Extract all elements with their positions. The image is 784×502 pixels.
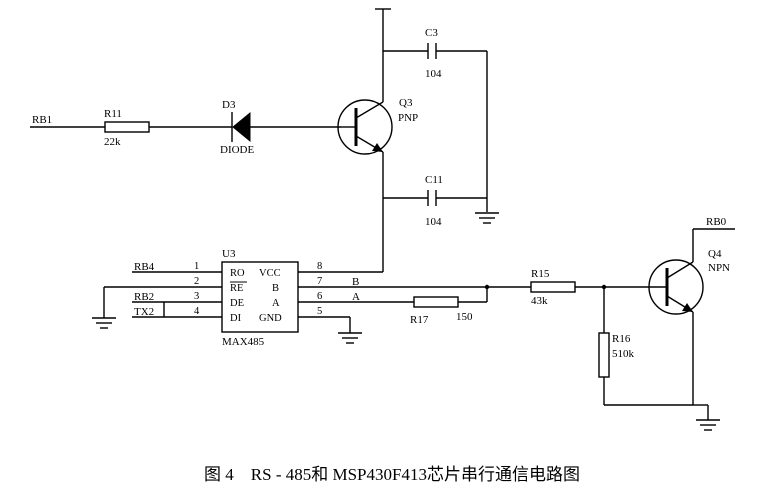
u3-pin-name-7: B xyxy=(272,283,279,294)
d3-ref: D3 xyxy=(222,99,236,111)
u3-pin-name-1: RO xyxy=(230,268,245,279)
transistor-q4: RB0 Q4 NPN xyxy=(648,216,735,420)
u3-pin-num-6: 6 xyxy=(317,291,322,302)
d3-value: DIODE xyxy=(220,144,254,156)
r17-ref: R17 xyxy=(410,314,429,326)
resistor-r17: R17 150 xyxy=(410,284,490,326)
u3-pin-name-8: VCC xyxy=(259,268,281,279)
u3-ref: U3 xyxy=(222,248,236,260)
q4-ref: Q4 xyxy=(708,248,722,260)
vcc-rail xyxy=(375,8,428,95)
c11-value: 104 xyxy=(425,216,442,228)
r15-ref: R15 xyxy=(531,268,550,280)
u3-part: MAX485 xyxy=(222,336,265,348)
r16-value: 510k xyxy=(612,348,635,360)
net-label-rb1: RB1 xyxy=(32,114,52,126)
u3-pin-num-2: 2 xyxy=(194,276,199,287)
c3-value: 104 xyxy=(425,68,442,80)
u3-pin-num-5: 5 xyxy=(317,306,322,317)
r15-value: 43k xyxy=(531,295,548,307)
u3-pin-name-5: GND xyxy=(259,313,282,324)
transistor-q3: Q3 PNP xyxy=(337,95,418,155)
c11-ref: C11 xyxy=(425,174,443,186)
r11-value: 22k xyxy=(104,136,121,148)
resistor-r11: R11 22k xyxy=(104,108,232,148)
u3-pin-num-7: 7 xyxy=(317,276,322,287)
ground-symbol-c11 xyxy=(475,212,499,224)
u3-pin-num-4: 4 xyxy=(194,306,200,317)
rb1-net: RB1 xyxy=(30,114,105,128)
chip-u3: U3 MAX485 RO RE DE DI VCC B A GND 1 2 3 … xyxy=(194,248,322,348)
net-label-rb4: RB4 xyxy=(134,261,155,273)
capacitor-c3: C3 104 xyxy=(425,27,488,212)
r17-value: 150 xyxy=(456,311,473,323)
ground-symbol-u3-left xyxy=(92,317,116,329)
net-label-rb0: RB0 xyxy=(706,216,727,228)
capacitor-c11: C11 104 xyxy=(382,152,487,272)
net-label-b: B xyxy=(352,276,359,288)
resistor-r16: R16 510k xyxy=(598,287,693,406)
u3-pin-num-3: 3 xyxy=(194,291,199,302)
net-label-a: A xyxy=(352,291,360,303)
u3-pin-num-1: 1 xyxy=(194,261,199,272)
q3-value: PNP xyxy=(398,112,418,124)
u3-right-wiring: B A xyxy=(298,271,487,333)
u3-pin-name-2: RE xyxy=(230,283,243,294)
r11-ref: R11 xyxy=(104,108,122,120)
q3-ref: Q3 xyxy=(399,97,413,109)
u3-pin-name-6: A xyxy=(272,298,280,309)
resistor-r15: R15 43k xyxy=(487,268,667,307)
u3-pin-name-3: DE xyxy=(230,298,244,309)
diode-d3: D3 DIODE xyxy=(220,99,341,156)
ground-symbol-q4 xyxy=(696,419,720,431)
figure-caption: 图 4 RS - 485和 MSP430F413芯片串行通信电路图 xyxy=(204,465,580,484)
u3-left-wiring: RB4 RB2 TX2 xyxy=(103,261,222,318)
u3-pin-num-8: 8 xyxy=(317,261,322,272)
net-label-rb2: RB2 xyxy=(134,291,154,303)
u3-pin-name-4: DI xyxy=(230,313,242,324)
ground-symbol-u3-right xyxy=(338,332,362,344)
c3-ref: C3 xyxy=(425,27,438,39)
r16-ref: R16 xyxy=(612,333,631,345)
q4-value: NPN xyxy=(708,262,730,274)
net-label-tx2: TX2 xyxy=(134,306,154,318)
